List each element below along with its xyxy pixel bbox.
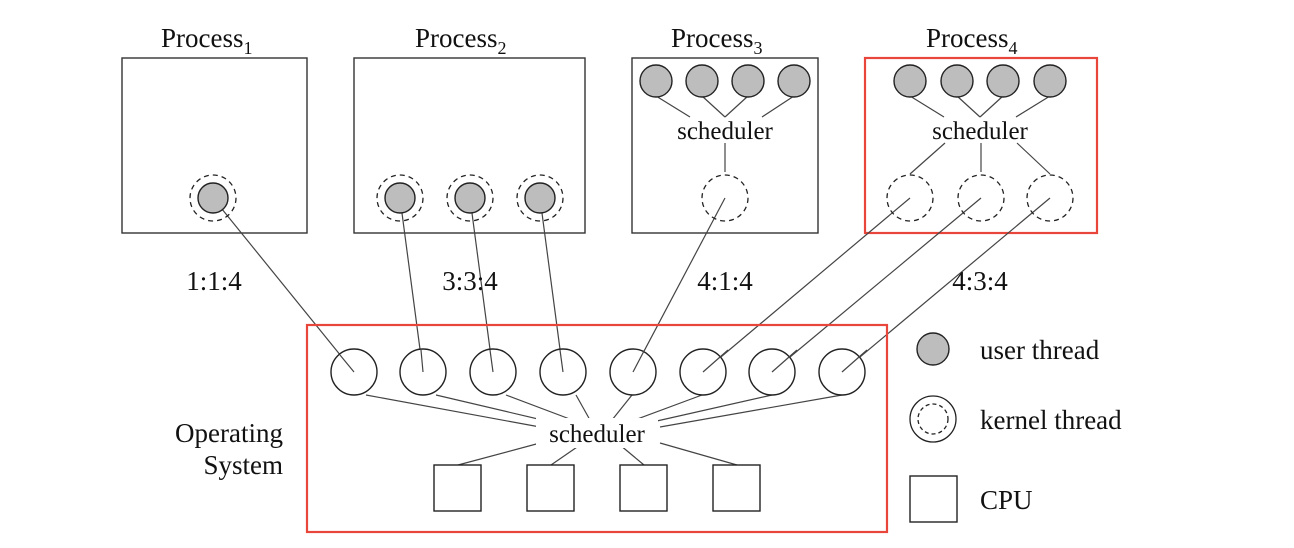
process-to-os-wires [212, 197, 1051, 373]
process-3-kernel-thread [701, 174, 749, 222]
legend-cpu-label: CPU [980, 485, 1033, 515]
os-scheduler-label: scheduler [549, 421, 645, 448]
process-3-scheduler-label: scheduler [677, 118, 773, 145]
process-4-kernel-threads [886, 174, 1074, 222]
ratio-label-2: 3:3:4 [442, 266, 498, 296]
process-4-title: Process4 [926, 23, 1018, 58]
process-4-user-threads [893, 64, 1067, 98]
legend-user-thread-label: user thread [980, 335, 1100, 365]
process-2-kernel-threads [376, 174, 564, 222]
os-scheduler-wiring [365, 394, 843, 466]
process-1-box [121, 57, 308, 234]
process-2-title: Process2 [415, 23, 507, 58]
legend: user thread kernel thread CPU [909, 332, 1122, 523]
process-4-scheduler-label: scheduler [932, 118, 1028, 145]
legend-cpu-icon [909, 475, 958, 523]
ratio-label-3: 4:1:4 [697, 266, 753, 296]
process-4-user-wiring [909, 95, 1051, 175]
process-4-box [863, 56, 1099, 235]
os-label-line1: Operating [175, 418, 283, 448]
ratio-label-4: 4:3:4 [952, 266, 1008, 296]
process-3-user-wiring [655, 95, 795, 172]
legend-kernel-thread-label: kernel thread [980, 405, 1122, 435]
process-3-title: Process3 [671, 23, 763, 58]
operating-system-box [305, 323, 889, 534]
os-kernel-threads [330, 348, 866, 396]
process-2-box [353, 57, 586, 234]
process-3-box [631, 57, 819, 234]
ratio-label-1: 1:1:4 [186, 266, 242, 296]
os-thread-wire-ends [339, 349, 868, 373]
process-1-title: Process1 [161, 23, 253, 58]
legend-user-thread-icon [916, 332, 950, 366]
os-scheduler-label-bg [536, 418, 658, 448]
process-3-user-threads [639, 64, 811, 98]
os-label-line2: System [203, 450, 283, 480]
legend-kernel-thread-icon [909, 395, 957, 443]
os-cpus [433, 464, 761, 512]
process-1-kernel-thread [189, 174, 237, 222]
